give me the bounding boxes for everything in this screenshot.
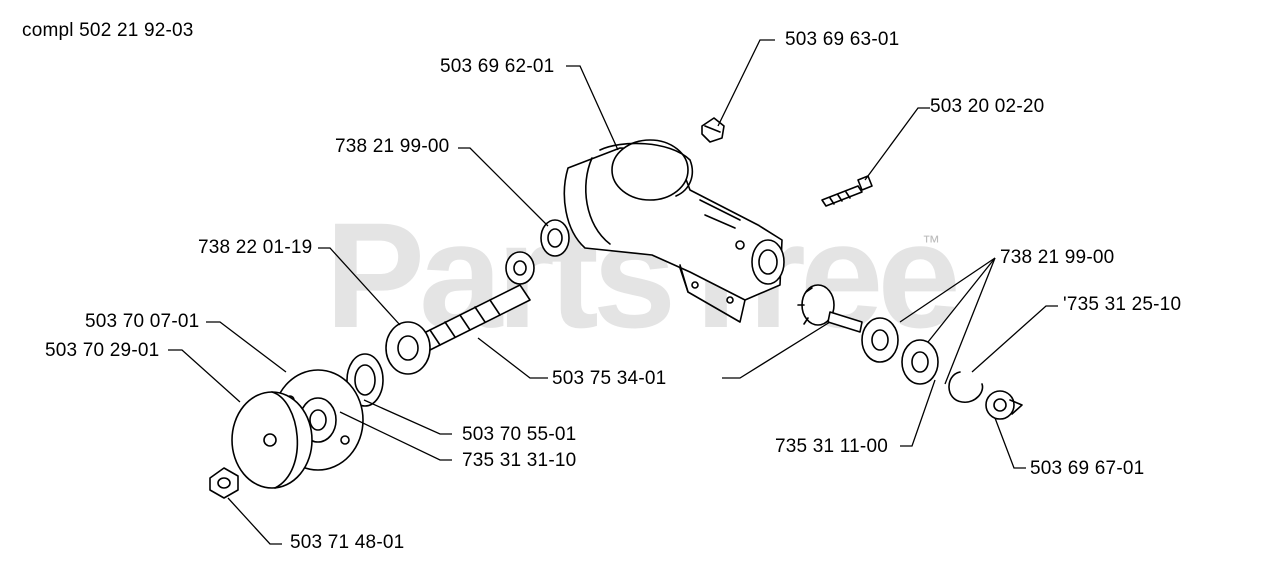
part-label: 503 75 34-01 bbox=[552, 368, 667, 389]
part-label: '735 31 25-10 bbox=[1063, 294, 1182, 315]
part-label: 503 71 48-01 bbox=[290, 532, 405, 553]
pinion-shaft bbox=[419, 251, 535, 351]
part-label: 738 21 99-00 bbox=[1000, 247, 1115, 268]
bearing-lower bbox=[385, 321, 431, 375]
watermark-trademark: ™ bbox=[922, 232, 940, 252]
bearing-upper bbox=[540, 219, 570, 257]
part-label: 738 21 99-00 bbox=[335, 136, 450, 157]
part-label: 503 69 67-01 bbox=[1030, 458, 1145, 479]
part-label: 503 70 55-01 bbox=[462, 424, 577, 445]
gear bbox=[797, 284, 863, 333]
part-label: 738 22 01-19 bbox=[198, 237, 313, 258]
part-label: 735 31 31-10 bbox=[462, 450, 577, 471]
bolt bbox=[821, 175, 873, 207]
gear-housing bbox=[563, 139, 785, 323]
part-label: 735 31 11-00 bbox=[775, 436, 888, 457]
part-label: 503 69 63-01 bbox=[785, 29, 900, 50]
assembly-label: compl 502 21 92-03 bbox=[22, 20, 194, 41]
nut bbox=[209, 467, 239, 499]
bearing-right-1 bbox=[861, 317, 899, 363]
part-label: 503 69 62-01 bbox=[440, 56, 555, 77]
circlip bbox=[948, 371, 984, 403]
support-cup bbox=[231, 391, 313, 489]
part-label: 503 70 29-01 bbox=[45, 340, 160, 361]
spacer bbox=[985, 390, 1023, 420]
bearing-right-2 bbox=[901, 339, 939, 385]
leader-lines bbox=[168, 39, 1058, 545]
part-label: 503 20 02-20 bbox=[930, 96, 1045, 117]
part-label: 503 70 07-01 bbox=[85, 311, 200, 332]
